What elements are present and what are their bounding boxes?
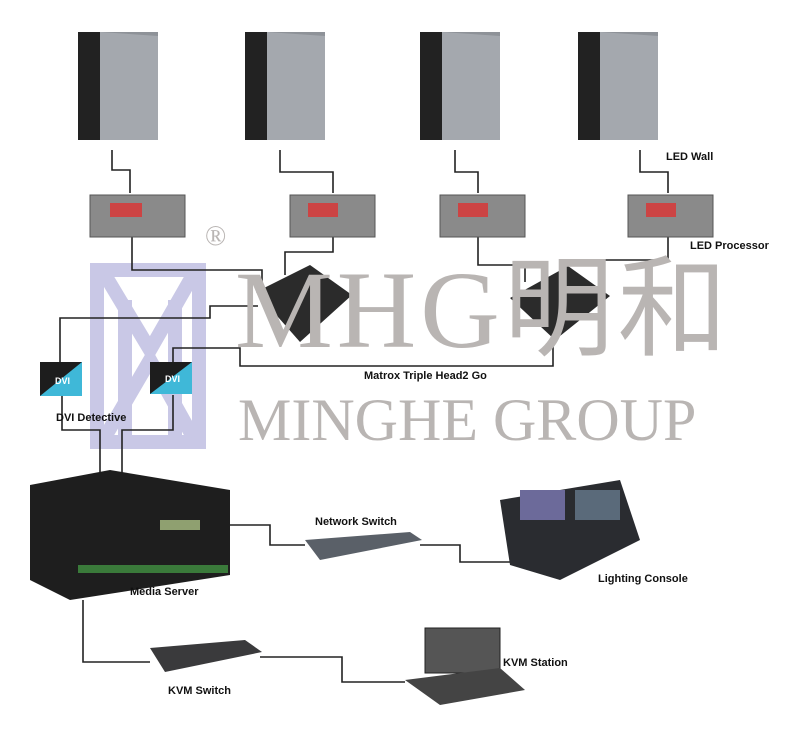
- led-processor-4: [627, 194, 714, 238]
- label-media-server: Media Server: [130, 586, 199, 598]
- watermark-registered: ®: [205, 221, 227, 252]
- label-led-processor: LED Processor: [690, 240, 769, 252]
- dvi-text-1: DVI: [55, 376, 71, 386]
- led-processor-2: [289, 194, 376, 238]
- led-walls: [78, 32, 658, 140]
- led-wall-1: [78, 32, 158, 140]
- led-wall-2: [245, 32, 325, 140]
- led-processor-1: [89, 194, 186, 238]
- watermark-group: MINGHE GROUP: [238, 387, 697, 453]
- network-switch-device: [305, 532, 422, 560]
- dvi-detective-1: [40, 362, 82, 396]
- kvm-switch-device: [150, 640, 262, 672]
- led-wall-3: [420, 32, 500, 140]
- watermark-brand: MHG明和: [235, 249, 732, 371]
- dvi-detective-2: [150, 362, 192, 394]
- connection-lines: [59, 150, 669, 683]
- label-led-wall: LED Wall: [666, 151, 714, 163]
- lighting-console-device: [500, 480, 640, 580]
- dvi-text-2: DVI: [165, 374, 181, 384]
- led-wall-4: [578, 32, 658, 140]
- media-server: [30, 470, 230, 600]
- label-network-switch: Network Switch: [315, 516, 397, 528]
- label-dvi-detective: DVI Detective: [56, 412, 127, 424]
- label-lighting-console: Lighting Console: [598, 573, 688, 585]
- led-processor-3: [439, 194, 526, 238]
- matrox-device-1: [256, 265, 352, 342]
- led-processors: [89, 194, 714, 238]
- label-kvm-switch: KVM Switch: [168, 685, 231, 697]
- matrox-device-2: [510, 266, 610, 340]
- label-kvm-station: KVM Station: [503, 657, 568, 669]
- kvm-station-device: [405, 627, 525, 705]
- label-matrox: Matrox Triple Head2 Go: [364, 370, 487, 382]
